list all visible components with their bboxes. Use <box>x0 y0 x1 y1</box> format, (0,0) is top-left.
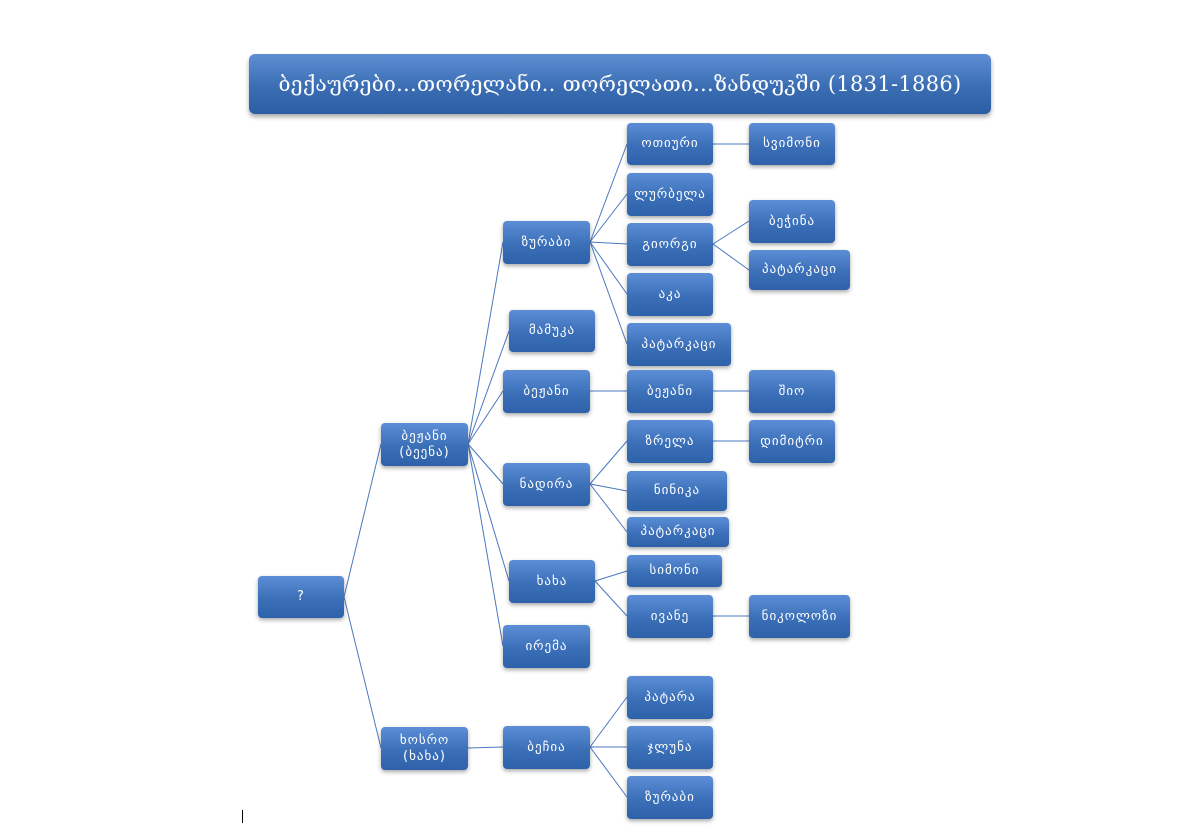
node-root: ? <box>258 576 344 618</box>
connector-line <box>343 443 382 598</box>
text-cursor <box>242 810 243 823</box>
node-patarkatsi-3: პატარკაცი <box>749 250 850 290</box>
connector-line <box>467 330 510 445</box>
connector-line <box>589 746 628 798</box>
node-svimoni: სვიმონი <box>749 123 835 165</box>
connector-line <box>594 580 628 617</box>
connector-line <box>589 483 628 533</box>
node-bezhani-3: ბეჟანი <box>627 370 713 413</box>
connector-line <box>467 241 504 445</box>
node-mamuka: მამუკა <box>509 310 595 352</box>
node-jluna: ჯლუნა <box>627 726 713 769</box>
connector-line <box>589 241 628 345</box>
node-ninika: ნინიკა <box>627 471 727 511</box>
node-zurabi-2: ზურაბი <box>627 776 713 819</box>
node-khosro: ხოსრო (ხახა) <box>381 727 468 770</box>
node-simoni: სიმონი <box>627 555 722 587</box>
node-nadira: ნადირა <box>503 463 590 506</box>
node-zrela: ზრელა <box>627 420 713 463</box>
connector-line <box>589 193 628 243</box>
node-bechia: ბეჩია <box>503 726 590 769</box>
node-nikolozi: ნიკოლოზი <box>749 595 850 638</box>
node-dimitri: დიმიტრი <box>749 420 835 463</box>
connector-line <box>712 243 750 271</box>
connector-line <box>589 241 628 295</box>
node-shio: შიო <box>749 370 835 413</box>
connector-line <box>589 440 628 485</box>
connector-line <box>467 443 504 485</box>
node-aka: აკა <box>627 273 713 316</box>
connector-line <box>589 143 628 243</box>
node-khakha: ხახა <box>509 560 595 603</box>
node-irema: ირემა <box>503 625 590 668</box>
node-lurbela: ლურბელა <box>627 173 713 216</box>
node-bechina: ბეჭინა <box>749 200 835 243</box>
node-giorgi: გიორგი <box>627 223 713 266</box>
node-bezhani-bebna: ბეჟანი (ბეენა) <box>381 423 468 466</box>
node-patara: პატარა <box>627 676 713 719</box>
node-patarkatsi-1: პატარკაცი <box>627 323 731 366</box>
node-patarkatsi-2: პატარკაცი <box>627 517 729 547</box>
connector-line <box>467 746 504 749</box>
connector-line <box>467 390 504 445</box>
connector-line <box>467 443 510 582</box>
connector-line <box>343 596 382 749</box>
connector-line <box>589 241 628 245</box>
node-otiuri: ოთიური <box>627 123 713 165</box>
connector-line <box>589 696 628 748</box>
connector-line <box>589 483 628 492</box>
node-zurabi: ზურაბი <box>503 221 590 264</box>
node-ivane: ივანე <box>627 595 713 638</box>
diagram-title: ბექაურები...თორელანი.. თორელათი...ზანდუკ… <box>249 54 991 114</box>
connector-line <box>594 570 628 582</box>
connector-line <box>467 443 504 647</box>
node-bezhani-2: ბეჟანი <box>503 370 590 413</box>
connector-line <box>712 220 750 245</box>
